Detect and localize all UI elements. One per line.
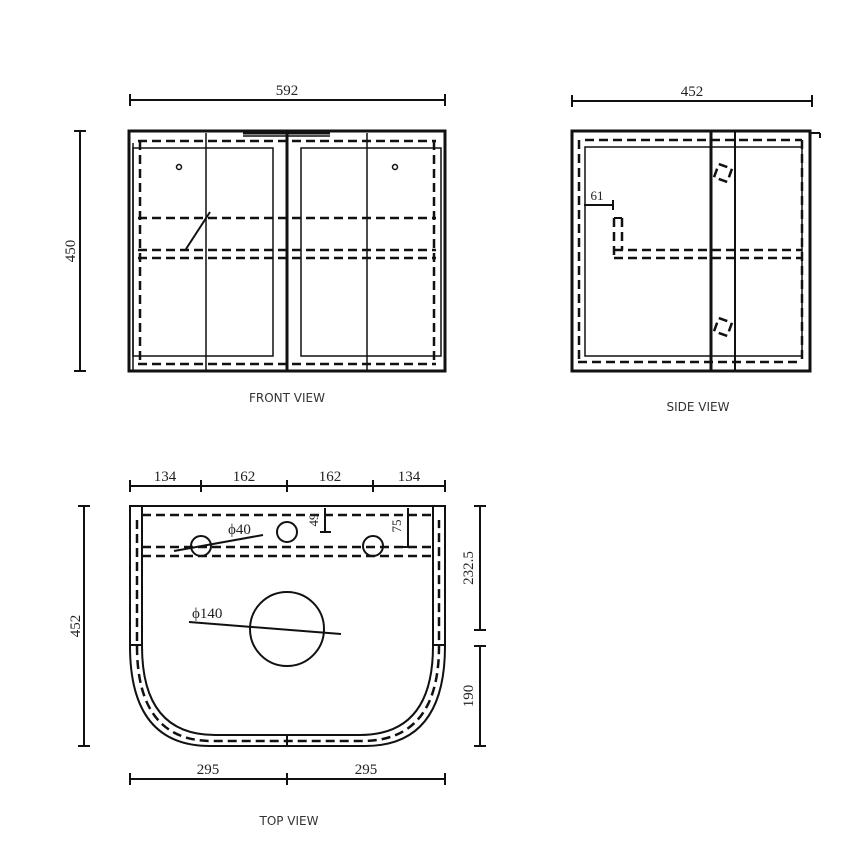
side-depth-dimension: 452 xyxy=(571,84,813,107)
hinge-icon xyxy=(712,162,734,184)
side-view-caption: SIDE VIEW xyxy=(667,400,730,414)
right-upper-label: 232.5 xyxy=(461,551,477,585)
top-depth-dimension: 452 xyxy=(68,505,90,747)
tap-hole-icon xyxy=(190,535,212,557)
bottom-segment-dimensions: 295 295 xyxy=(129,762,446,785)
right-handle-icon xyxy=(391,163,399,171)
front-width-dimension: 592 xyxy=(129,83,446,106)
segment-label: 134 xyxy=(398,469,421,485)
tap-hole-icon xyxy=(276,521,298,543)
segment-label: 162 xyxy=(319,469,342,485)
right-lower-label: 190 xyxy=(461,685,477,708)
top-depth-label: 452 xyxy=(68,615,84,638)
top-basin-outline xyxy=(129,505,446,747)
top-view-caption: TOP VIEW xyxy=(258,814,318,828)
front-view: 592 450 FRONT VIEW xyxy=(63,83,447,405)
side-depth-label: 452 xyxy=(681,84,704,100)
waste-hole-label: ϕ140 xyxy=(192,606,222,622)
front-width-label: 592 xyxy=(276,83,299,99)
waste-hole-icon xyxy=(249,591,325,667)
left-handle-icon xyxy=(175,163,183,171)
front-height-label: 450 xyxy=(63,240,79,263)
segment-label: 295 xyxy=(355,762,378,778)
tap-hole-icon xyxy=(362,535,384,557)
right-door xyxy=(300,147,442,357)
side-view: 452 61 SIDE VIEW xyxy=(570,84,821,414)
top-segment-dimensions: 134 162 162 134 xyxy=(129,469,446,492)
tap-hole-label: ϕ40 xyxy=(228,522,251,538)
side-offset-label: 61 xyxy=(591,188,604,203)
front-cabinet-outline xyxy=(127,129,447,373)
tap-offset-center-label: 49 xyxy=(306,514,321,527)
hinge-icon xyxy=(712,316,734,338)
side-cabinet-outline xyxy=(570,129,812,373)
left-door xyxy=(132,147,274,357)
front-height-dimension: 450 xyxy=(63,130,86,372)
segment-label: 134 xyxy=(154,469,177,485)
segment-label: 162 xyxy=(233,469,256,485)
front-view-caption: FRONT VIEW xyxy=(249,391,325,405)
segment-label: 295 xyxy=(197,762,220,778)
top-right-dimensions: 232.5 190 xyxy=(461,505,486,747)
tap-offset-side-label: 75 xyxy=(389,520,404,533)
top-view: 134 162 162 134 452 232.5 190 xyxy=(68,469,486,828)
